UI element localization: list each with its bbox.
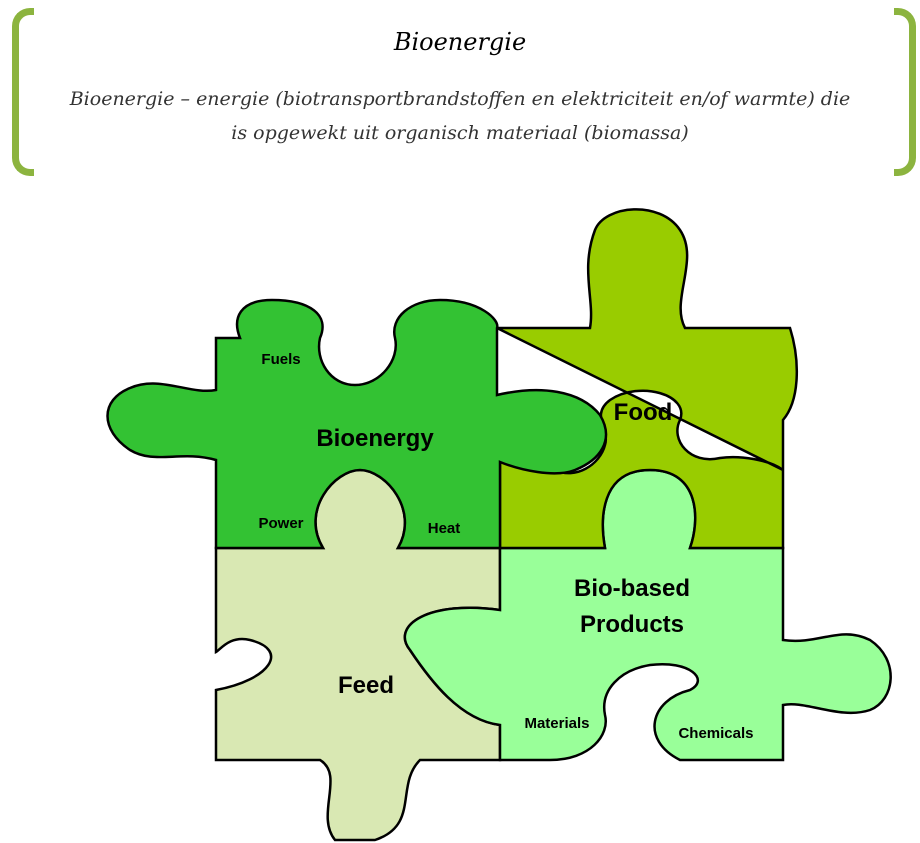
feed-label: Feed bbox=[338, 672, 394, 699]
heat-label: Heat bbox=[428, 520, 461, 537]
definition-header: Bioenergie Bioenergie – energie (biotran… bbox=[0, 0, 920, 180]
biobased-label-line2: Products bbox=[580, 611, 684, 638]
materials-label: Materials bbox=[524, 715, 589, 732]
right-bracket bbox=[894, 8, 916, 176]
biobased-label-line1: Bio-based bbox=[574, 575, 690, 602]
chemicals-label: Chemicals bbox=[678, 725, 753, 742]
left-bracket bbox=[12, 8, 34, 176]
power-label: Power bbox=[258, 515, 303, 532]
header-title: Bioenergie bbox=[393, 28, 527, 56]
fuels-label: Fuels bbox=[261, 351, 300, 368]
food-piece bbox=[496, 208, 799, 550]
bioenergy-label: Bioenergy bbox=[316, 425, 434, 452]
food-label: Food bbox=[614, 399, 673, 426]
header-definition: Bioenergie – energie (biotransportbrands… bbox=[69, 88, 851, 144]
bioenergy-piece bbox=[106, 298, 608, 550]
